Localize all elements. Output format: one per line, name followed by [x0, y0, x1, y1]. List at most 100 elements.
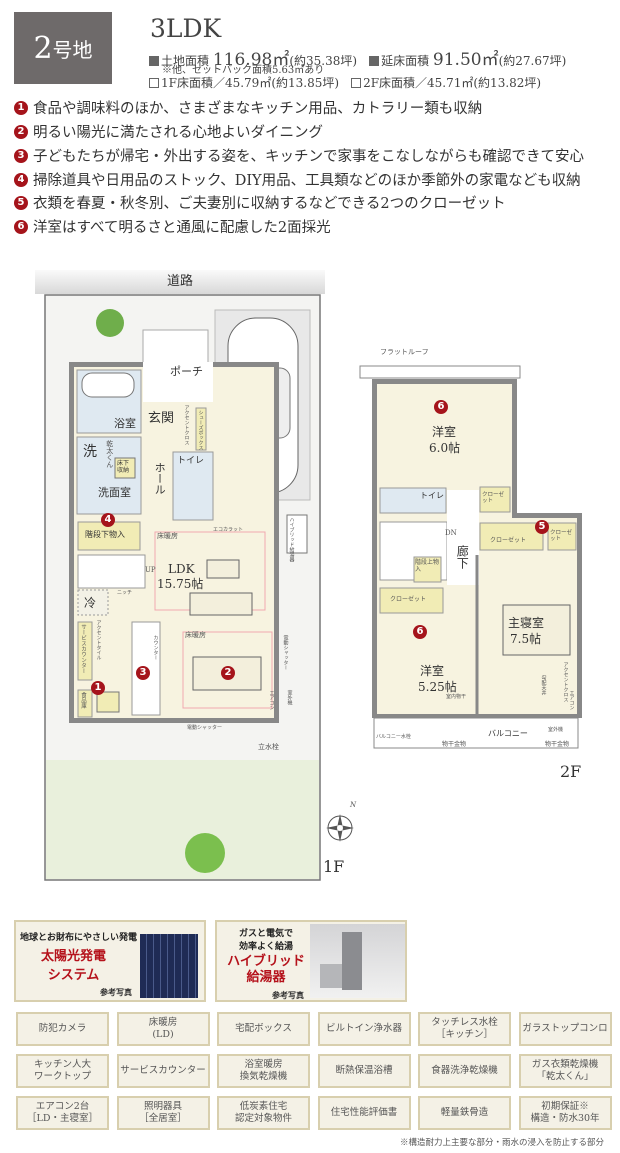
feature-item: 1 食品や調味料のほか、さまざまなキッチン用品、カトラリー類も収納: [14, 97, 482, 118]
setback-note: ※他、セットバック面積5.63㎡あり: [162, 65, 325, 76]
feature-number: 3: [14, 148, 28, 163]
floor-plan-drawing: [44, 294, 582, 881]
aircon-2f-label: エアコン: [568, 690, 575, 710]
road-label: 道路: [35, 270, 325, 294]
equipment-item: ビルトイン浄水器: [317, 1012, 411, 1046]
feature-number: 2: [14, 124, 28, 139]
master-bedroom-size: 7.5帖: [510, 632, 542, 646]
closet-room2-label: クローゼット: [390, 596, 427, 603]
feature-item: 3 子どもたちが帰宅・外出する姿を、キッチンで家事をこなしながらも確認できて安心: [14, 145, 584, 166]
corridor-label: 廊下: [455, 545, 470, 569]
equipment-item: ガス衣類乾燥機 「乾太くん」: [518, 1054, 612, 1088]
hybrid-heater-photo: [310, 924, 405, 998]
footnote: ※構造耐力上主要な部分・雨水の浸入を防止する部分: [399, 1138, 604, 1148]
equipment-item: ガラストップコンロ: [518, 1012, 612, 1046]
flat-roof-label: フラットルーフ: [380, 348, 429, 356]
feature-text: 洋室はすべて明るさと通風に配慮した2面採光: [33, 220, 331, 236]
equipment-item: サービスカウンター: [116, 1054, 210, 1088]
equipment-item: 浴室暖房 換気乾燥機: [217, 1054, 310, 1088]
land-area-label: 土地面積: [161, 54, 210, 68]
solar-panel-photo: [140, 934, 198, 998]
land-area: 116.98㎡: [212, 50, 290, 70]
lot-suffix: 号地: [52, 37, 93, 62]
ldk-label: LDK: [168, 562, 195, 576]
feature-number: 1: [14, 100, 28, 115]
shoe-box-label: シューズボックス: [197, 410, 204, 450]
feature-text: 食品や調味料のほか、さまざまなキッチン用品、カトラリー類も収納: [33, 101, 483, 117]
stair-top-storage-label: 階段上物入: [415, 559, 440, 573]
floor-1f-label: 1F: [323, 857, 345, 876]
feature-item: 2 明るい陽光に満たされる心地よいダイニング: [14, 121, 323, 142]
compass-north-label: N: [350, 801, 357, 809]
equipment-item: エアコン2台 ［LD・主寝室］: [16, 1096, 109, 1130]
toilet-label: トイレ: [177, 456, 205, 466]
counter-label: カウンター: [152, 635, 159, 660]
porch-label: ポーチ: [170, 365, 203, 378]
faucet-label: 立水栓: [258, 743, 279, 751]
indoor-dry-label: 室内物干: [446, 694, 467, 700]
aircon-label: エアコン: [268, 690, 275, 710]
bath-label: 浴室: [114, 417, 136, 430]
marker-2: 2: [221, 666, 235, 680]
sloped-ceiling-label: 勾配天井: [540, 675, 547, 695]
stair-storage-label: 階段下物入: [85, 530, 125, 539]
area-summary: 土地面積 116.98㎡(約35.38坪) 延床面積 91.50㎡(約27.67…: [149, 45, 566, 70]
equipment-item: タッチレス水栓 ［キッチン］: [418, 1012, 511, 1046]
marker-6: 6: [434, 400, 448, 414]
house-2f: [359, 365, 582, 749]
solar-tagline: 地球とお財布にやさしい発電: [20, 933, 138, 943]
niche-label: ニッチ: [117, 590, 133, 596]
floor-heating-label: 床暖房: [157, 532, 178, 540]
marker-4: 4: [101, 513, 115, 527]
land-area-tsubo: (約35.38坪): [289, 54, 358, 68]
equipment-item: 初期保証※ 構造・防水30年: [518, 1096, 612, 1130]
marker-5: 5: [535, 520, 549, 534]
room1-label: 洋室: [432, 425, 457, 439]
feature-text: 子どもたちが帰宅・外出する姿を、キッチンで家事をこなしながらも確認できて安心: [33, 149, 584, 165]
outdoor-unit-label: 室外機: [286, 690, 293, 705]
room2-label: 洋室: [420, 664, 445, 678]
f1-area: 1F床面積／45.79㎡(約13.85坪): [161, 76, 340, 90]
room1-size: 6.0帖: [429, 441, 461, 455]
equipment-item: 食器洗浄乾燥機: [418, 1054, 511, 1088]
equipment-item: キッチン人大 ワークトップ: [16, 1054, 109, 1088]
feature-item: 6 洋室はすべて明るさと通風に配慮した2面採光: [14, 216, 331, 237]
accent-cross-label: アクセントクロス: [183, 405, 190, 445]
toilet-2f-label: トイレ: [420, 491, 444, 500]
accent-cross-2f-label: アクセントクロス: [562, 662, 569, 702]
floor-area-label: 延床面積: [381, 54, 430, 68]
floor-areas: 1F床面積／45.79㎡(約13.85坪) 2F床面積／45.71㎡(約13.8…: [149, 74, 541, 91]
equipment-grid: 防犯カメラ 床暖房 (LD) 宅配ボックス ビルトイン浄水器 タッチレス水栓 ［…: [16, 1012, 612, 1130]
feature-text: 明るい陽光に満たされる心地よいダイニング: [33, 125, 323, 141]
equipment-item: 床暖房 (LD): [116, 1012, 210, 1046]
f2-area: 2F床面積／45.71㎡(約13.82坪): [363, 76, 542, 90]
entrance-label: 玄関: [148, 411, 175, 426]
dryer-hardware-label: 物干金物: [442, 741, 467, 748]
hybrid-heater-feature: ガスと電気で 効率よく給湯 ハイブリッド 給湯器 参考写真: [215, 920, 407, 1002]
dining-floor-heating-label: 床暖房: [185, 631, 206, 639]
balcony-label: バルコニー: [488, 729, 528, 738]
solar-photo-note: 参考写真: [100, 987, 132, 997]
floor-area: 91.50㎡: [432, 50, 499, 70]
equipment-item: 照明器具 ［全居室］: [116, 1096, 210, 1130]
marker-1: 1: [91, 681, 105, 695]
equipment-item: 宅配ボックス: [217, 1012, 310, 1046]
floor-2f-label: 2F: [560, 762, 582, 781]
feature-number: 6: [14, 219, 28, 234]
feature-number: 4: [14, 172, 28, 187]
underfloor-storage-label: 床下収納: [117, 460, 130, 474]
dn-label: DN: [445, 529, 457, 537]
outdoor-unit-2f-label: 室外機: [548, 727, 564, 733]
pantry-label: 食品庫: [80, 692, 87, 709]
marker-3: 3: [136, 666, 150, 680]
equipment-item: 低炭素住宅 認定対象物件: [217, 1096, 310, 1130]
lot-number: 2: [33, 30, 53, 66]
balcony-faucet-label: バルコニー水栓: [376, 734, 411, 740]
equipment-item: 住宅性能評価書: [317, 1096, 411, 1130]
fridge-label: 冷: [84, 596, 97, 610]
walk-closet-label: クローゼット: [490, 537, 527, 544]
kanta-label: 乾太くん: [105, 440, 114, 468]
